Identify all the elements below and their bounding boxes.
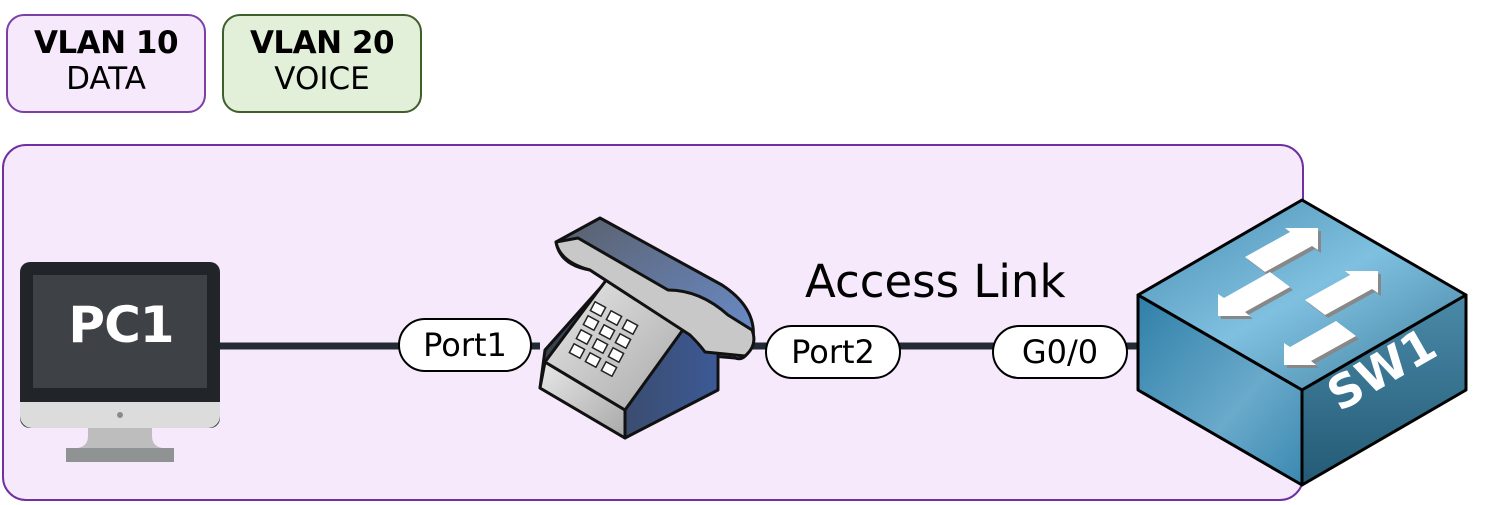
desktop-computer-icon[interactable] — [20, 262, 220, 462]
legend-vlan-10-data: VLAN 10 DATA — [6, 14, 206, 113]
switch-port-g0-0-label: G0/0 — [992, 325, 1128, 379]
legend-vlan-id: VLAN 20 — [249, 25, 395, 61]
legend-vlan-purpose: VOICE — [274, 61, 370, 97]
legend-vlan-20-voice: VLAN 20 VOICE — [222, 14, 422, 113]
legend-vlan-id: VLAN 10 — [33, 25, 179, 61]
phone-keypad — [568, 300, 639, 378]
pc1-label: PC1 — [68, 296, 174, 354]
switch-icon[interactable] — [1136, 198, 1468, 487]
legend-vlan-purpose: DATA — [66, 61, 146, 97]
access-link-label: Access Link — [805, 255, 1066, 308]
switch-arrows — [1218, 228, 1381, 368]
ip-phone-icon[interactable] — [538, 216, 756, 440]
phone-port1-label: Port1 — [398, 318, 532, 372]
phone-port2-label: Port2 — [765, 325, 901, 379]
